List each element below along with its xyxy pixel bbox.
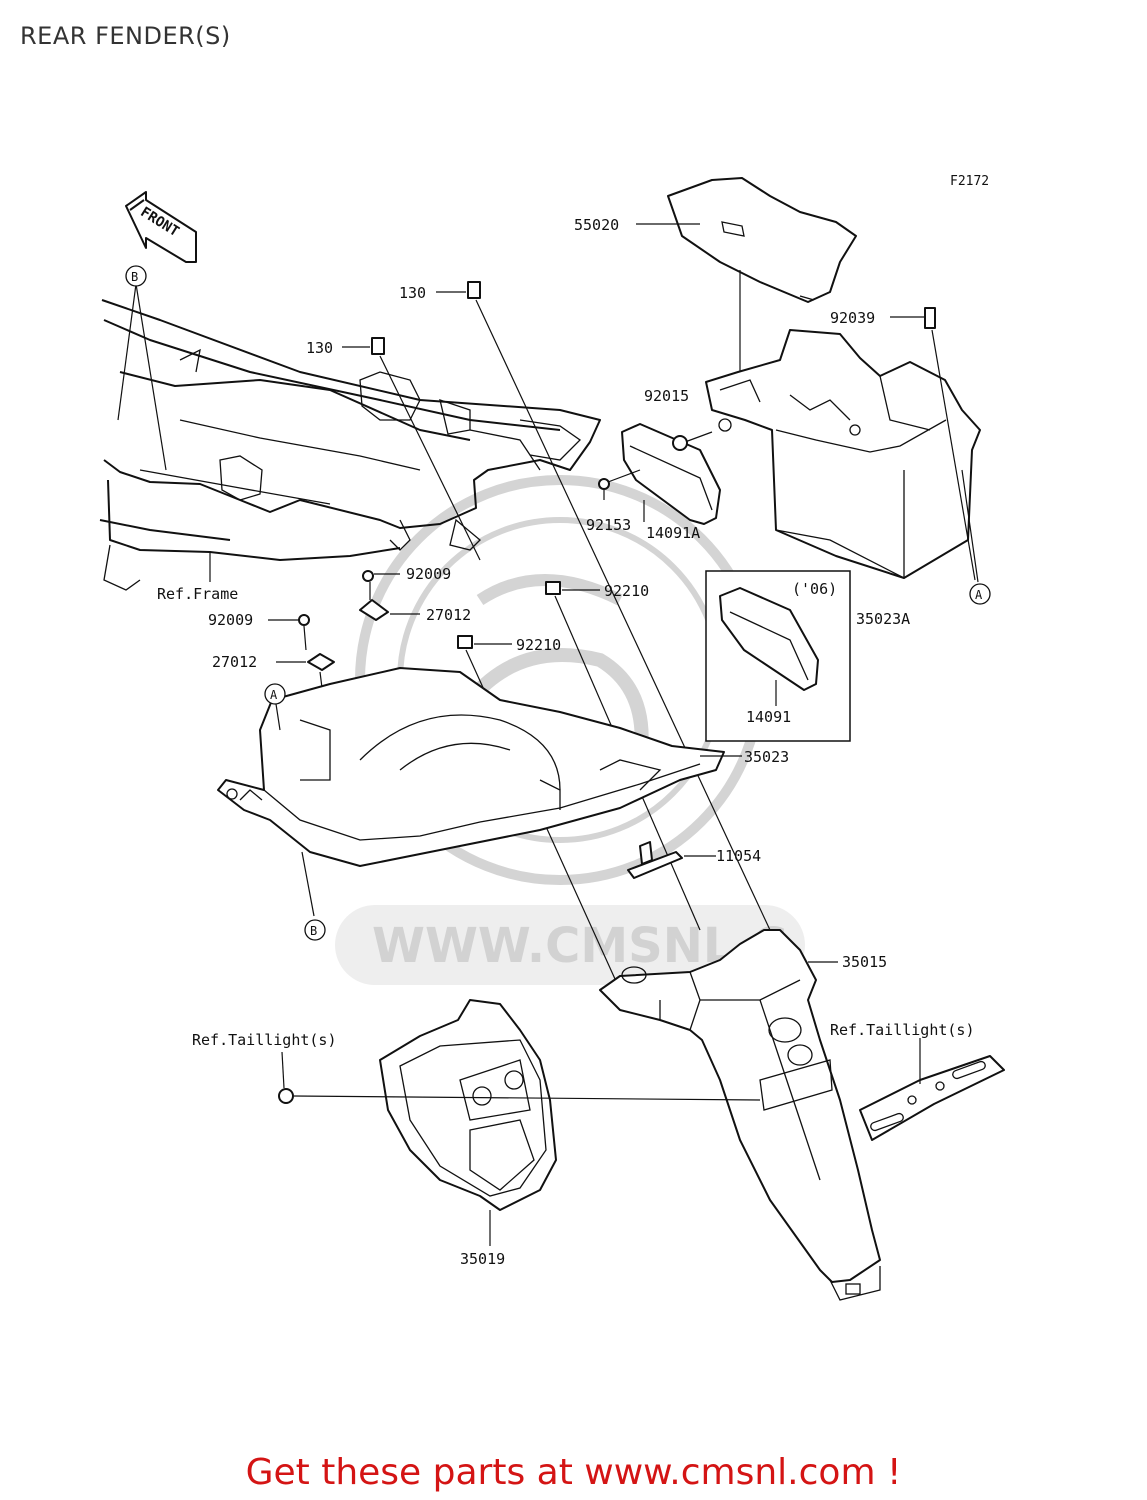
front-arrow-icon: FRONT [125, 191, 197, 263]
callout-b-top: B [125, 265, 147, 287]
label-14091: 14091 [746, 708, 791, 726]
label-92009-lower: 92009 [208, 611, 253, 629]
label-55020: 55020 [574, 216, 619, 234]
label-14091A: 14091A [646, 524, 700, 542]
taillight-bolt-left [278, 1051, 761, 1104]
bolt-130-upper [436, 281, 771, 931]
svg-text:B: B [131, 270, 138, 284]
figure-code: F2172 [950, 174, 989, 189]
leader-b2 [301, 851, 315, 917]
inset-box-06 [705, 570, 851, 742]
label-35015: 35015 [842, 953, 887, 971]
screw-92009-upper [362, 570, 400, 582]
callout-a-right: A [969, 583, 991, 605]
bolt-130-lower [342, 337, 481, 561]
promo-link[interactable]: Get these parts at www.cmsnl.com ! [245, 1452, 902, 1493]
callout-b-bottom: B [304, 919, 326, 941]
label-27012-upper: 27012 [426, 606, 471, 624]
leader-a1 [961, 469, 979, 583]
label-27012-lower: 27012 [212, 653, 257, 671]
screw-92153 [598, 469, 641, 500]
callout-a-left: A [264, 683, 286, 705]
label-35023: 35023 [744, 748, 789, 766]
label-92153: 92153 [586, 516, 631, 534]
label-06: ('06) [792, 580, 837, 598]
bracket-11054 [627, 841, 716, 879]
page-title: REAR FENDER(S) [20, 22, 231, 50]
label-92039: 92039 [830, 309, 875, 327]
label-92015: 92015 [644, 387, 689, 405]
screw-92009-lower [268, 614, 310, 651]
svg-text:A: A [270, 688, 278, 702]
seat-cover-55020 [667, 177, 857, 303]
license-bracket [859, 1038, 1005, 1141]
cover-14091A [621, 423, 721, 525]
leader-b1-2 [135, 283, 167, 471]
leader-b1 [117, 283, 137, 421]
label-35019: 35019 [460, 1250, 505, 1268]
label-ref-taillight-left: Ref.Taillight(s) [192, 1031, 337, 1049]
tray-35023A [705, 329, 981, 579]
label-130-upper: 130 [399, 284, 426, 302]
label-35023A: 35023A [856, 610, 910, 628]
clip-27012-upper [359, 582, 420, 621]
watermark: WWW.CMSNL.C [335, 475, 805, 985]
cover-35019 [379, 999, 557, 1211]
label-92210-upper: 92210 [604, 582, 649, 600]
leader-a2 [275, 703, 281, 731]
bolt-92039 [890, 307, 976, 581]
label-11054: 11054 [716, 847, 761, 865]
label-92210-lower: 92210 [516, 636, 561, 654]
under-tray-35023 [217, 667, 725, 867]
svg-text:A: A [975, 588, 983, 602]
svg-text:B: B [310, 924, 317, 938]
label-130-lower: 130 [306, 339, 333, 357]
label-92009-upper: 92009 [406, 565, 451, 583]
label-ref-frame: Ref.Frame [157, 585, 238, 603]
frame-ref [99, 299, 601, 591]
label-ref-taillight-right: Ref.Taillight(s) [830, 1021, 975, 1039]
rear-fender-35015 [599, 929, 881, 1301]
